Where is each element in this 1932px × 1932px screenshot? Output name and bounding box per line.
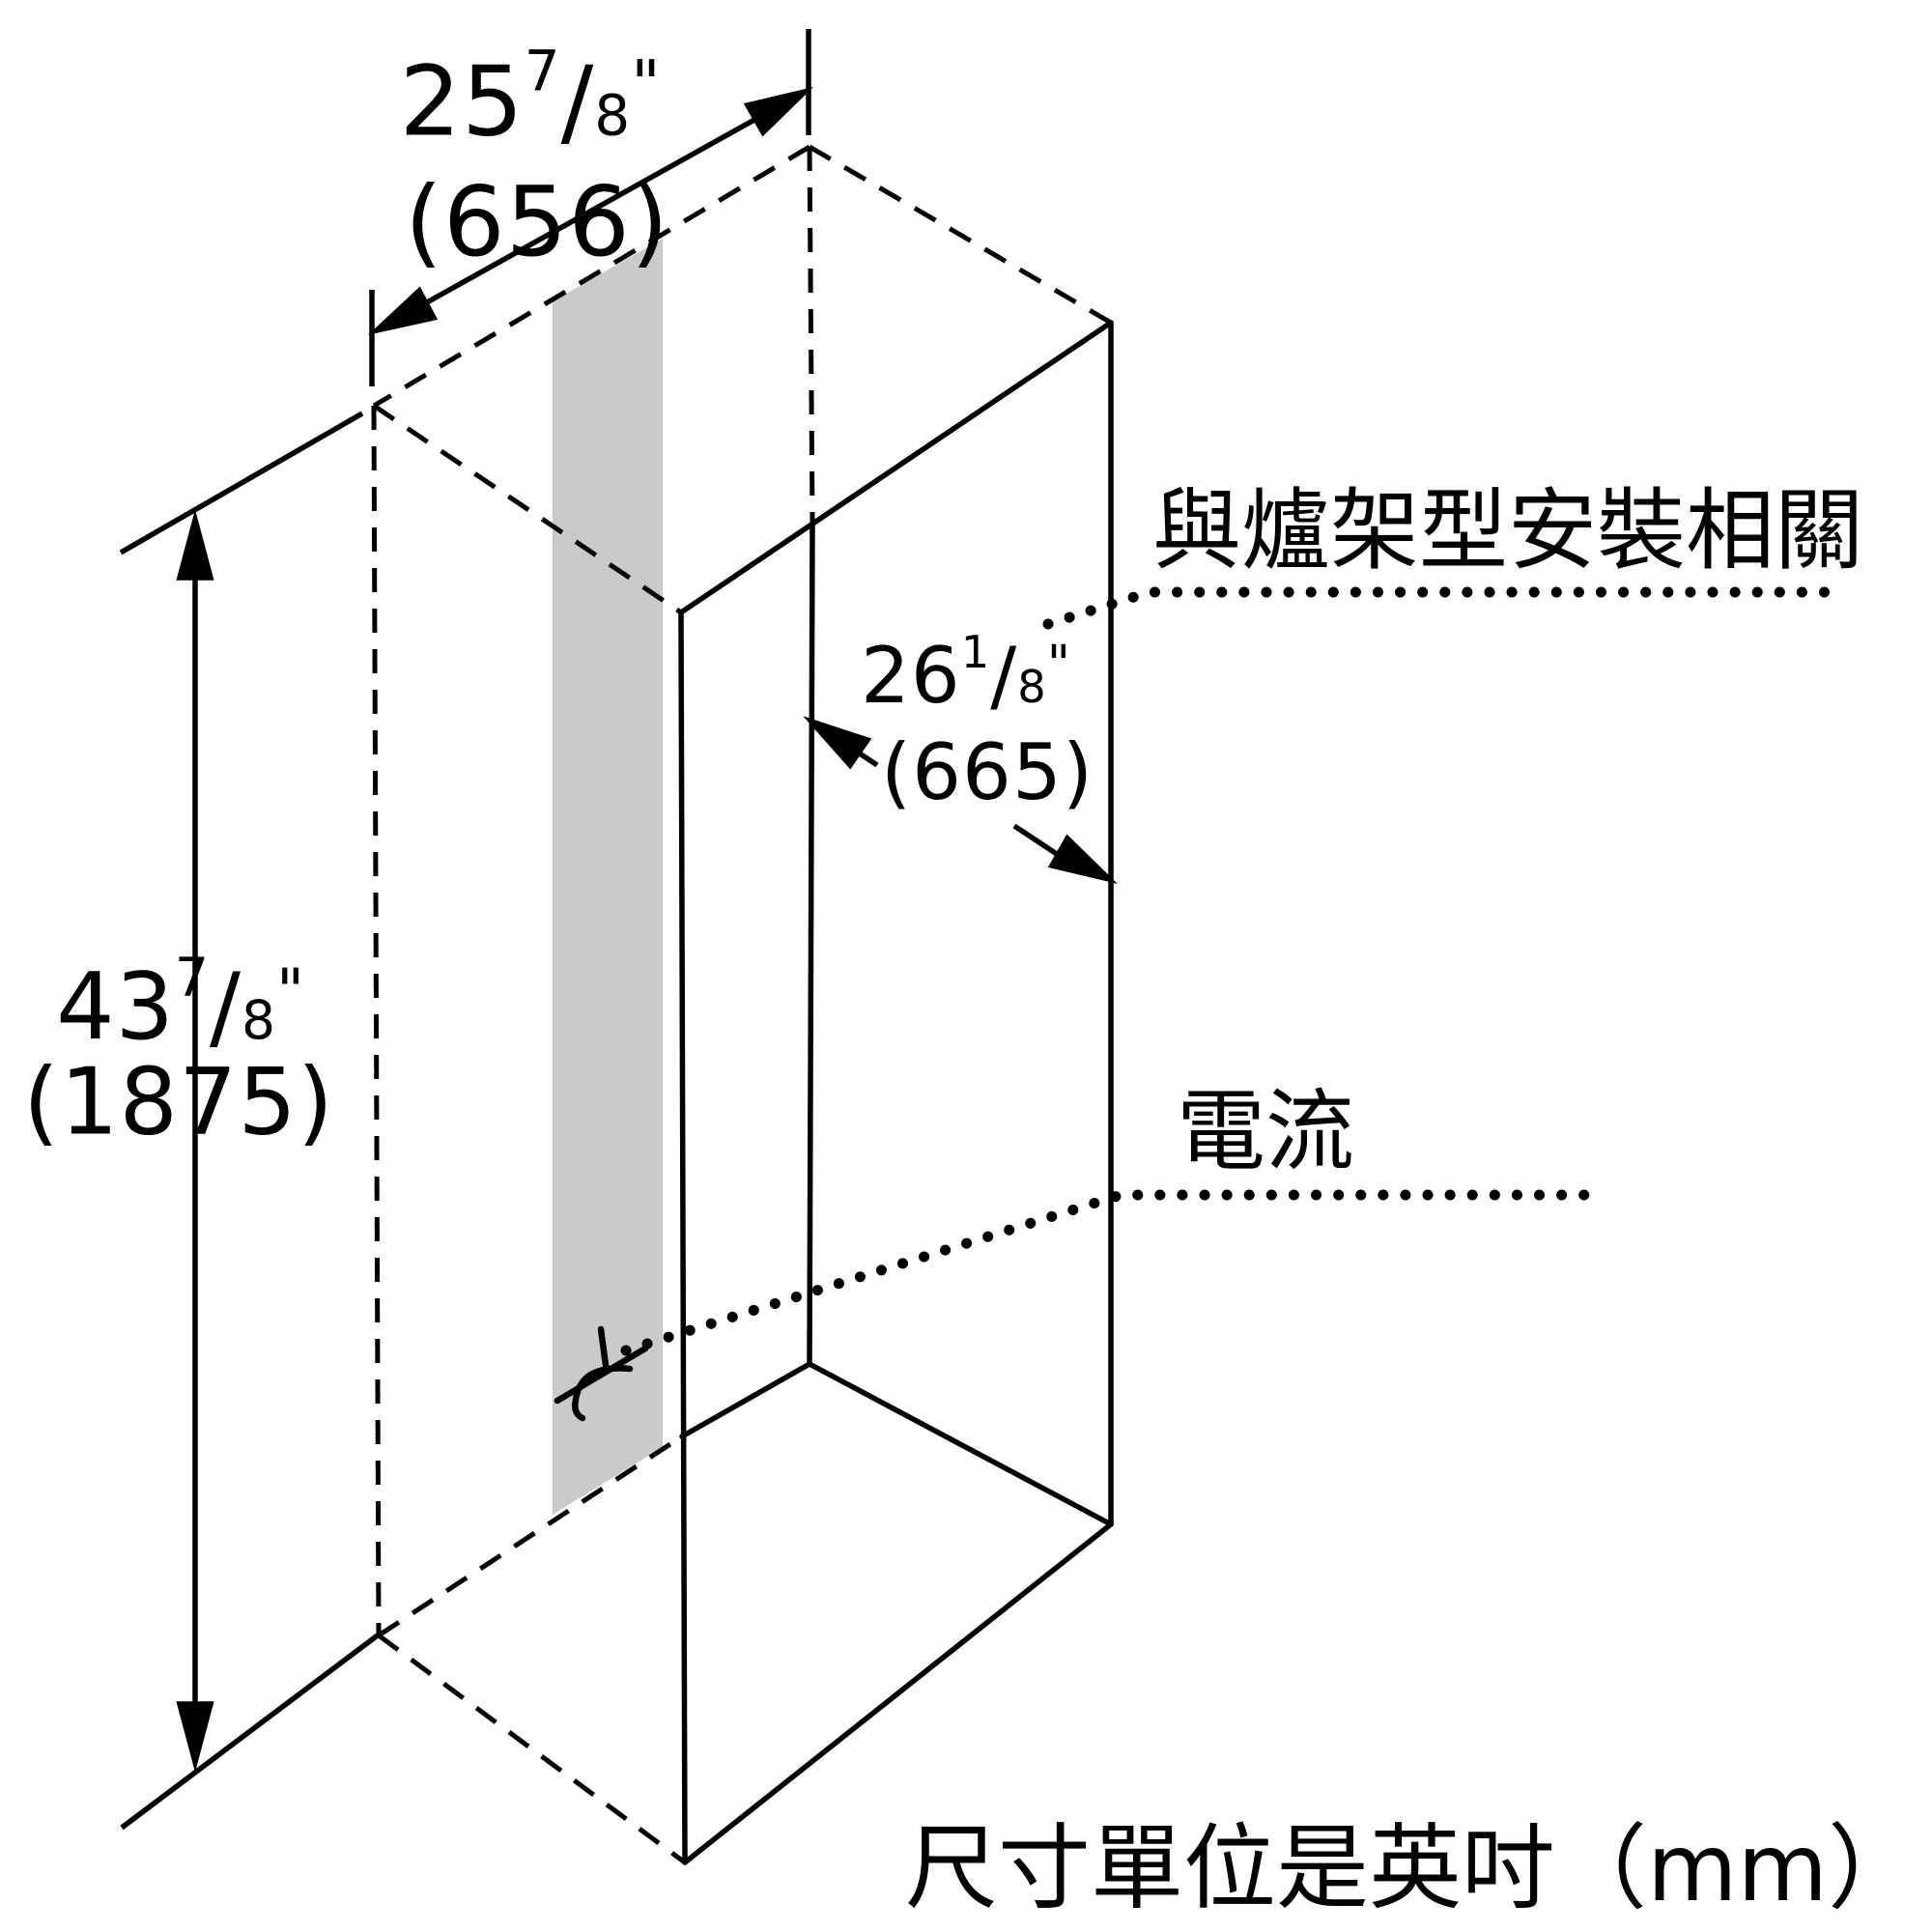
width-frac-denominator: 8 — [594, 82, 632, 149]
depth-frac-denominator: 8 — [1017, 661, 1047, 713]
label-stove-rack-related: 與爐架型安裝相關 — [1152, 479, 1864, 582]
height-inch-mark: " — [276, 955, 305, 1026]
appliance-solid-outline — [678, 320, 1114, 1865]
dimension-height-inches: 437/8" — [56, 951, 305, 1054]
depth-mm-value: (665) — [880, 727, 1094, 817]
arrowhead-width-right — [743, 87, 814, 137]
label-power-supply: 電流 — [1177, 1080, 1355, 1183]
leader-stove-rack — [1042, 586, 1841, 630]
dimension-width-inches: 257/8" — [399, 43, 661, 151]
arrowhead-depth-right — [1047, 834, 1119, 884]
electrical-connection-icon — [554, 1325, 649, 1422]
leader-power — [620, 1189, 1590, 1356]
height-whole: 43 — [56, 954, 175, 1061]
height-frac-numerator: 7 — [174, 947, 211, 1009]
height-mm-value: (1875) — [23, 1049, 334, 1156]
width-mm-value: (656) — [405, 165, 669, 278]
width-frac-numerator: 7 — [524, 38, 561, 104]
width-frac-slash: / — [560, 44, 595, 158]
height-frac-denominator: 8 — [242, 989, 277, 1051]
depth-inch-mark: " — [1046, 635, 1072, 694]
side-clearance-shade — [553, 239, 663, 1515]
unit-note: 尺寸單位是英吋（mm） — [904, 1814, 1920, 1922]
dimension-depth-mm: (665) — [881, 734, 1094, 811]
arrowhead-height-top — [176, 509, 214, 581]
dimension-depth-inches: 261/8" — [861, 630, 1071, 715]
dimension-width-mm: (656) — [405, 174, 669, 270]
depth-whole: 26 — [860, 631, 961, 721]
width-whole: 25 — [399, 44, 525, 158]
depth-frac-numerator: 1 — [960, 626, 991, 678]
height-frac-slash: / — [210, 954, 242, 1061]
width-inch-mark: " — [631, 46, 662, 122]
arrowhead-height-bottom — [176, 1701, 214, 1773]
leader-lines — [620, 586, 1841, 1356]
arrowhead-width-left — [367, 286, 439, 335]
arrowhead-depth-left — [803, 716, 872, 770]
niche-dashed-outline — [371, 144, 1113, 1865]
depth-frac-slash: / — [990, 631, 1018, 721]
dimension-height-mm: (1875) — [23, 1057, 334, 1150]
dimension-lines — [119, 29, 1119, 1831]
